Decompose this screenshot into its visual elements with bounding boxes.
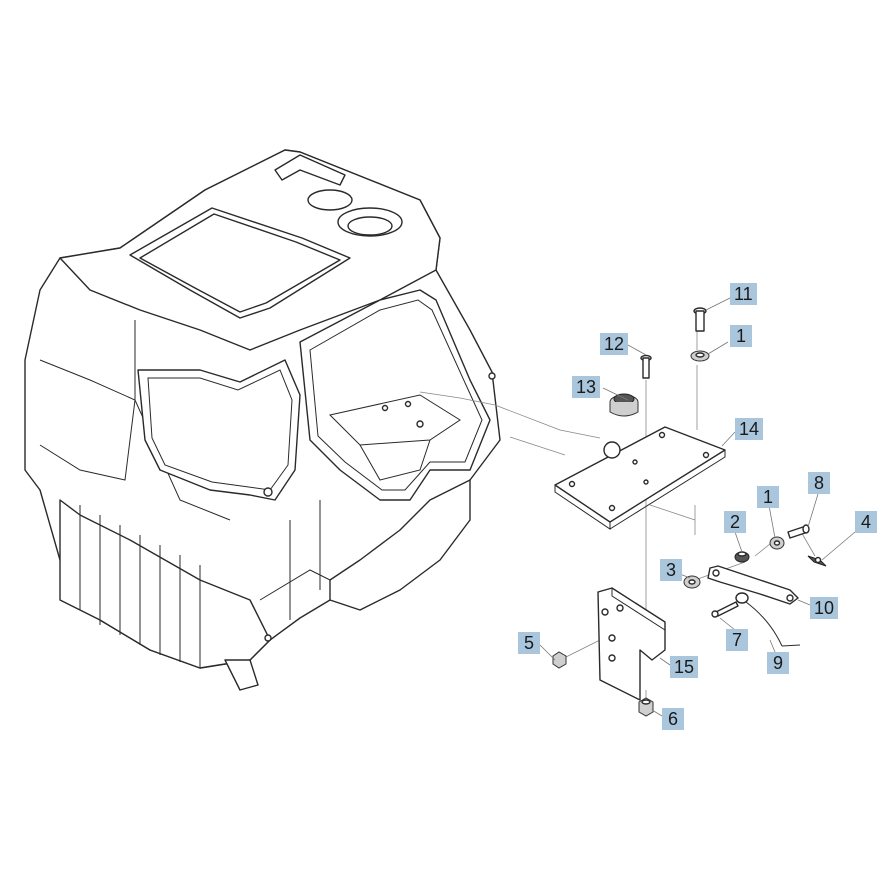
callout-4: 4: [855, 511, 877, 533]
callout-13: 13: [572, 376, 601, 398]
callout-12: 12: [600, 333, 629, 355]
callout-3: 3: [660, 559, 682, 581]
arm-10: [707, 565, 799, 605]
grommet: [609, 393, 639, 417]
mounting-plate: [554, 426, 726, 530]
nut-6: [638, 697, 654, 717]
callout-5: 5: [518, 632, 540, 654]
projection-lines: [419, 318, 816, 705]
washer-3: [683, 575, 701, 589]
bolt-12: [640, 354, 652, 379]
bolt-8: [787, 524, 810, 539]
callout-14: 14: [735, 418, 764, 440]
callout-1-top: 1: [730, 325, 752, 347]
clip-4: [807, 555, 827, 567]
bracket-15: [597, 587, 666, 701]
callout-8: 8: [808, 472, 830, 494]
washer-1-right: [769, 536, 785, 550]
callout-1-right: 1: [757, 486, 779, 508]
callout-7: 7: [726, 629, 748, 651]
washer-1-top: [690, 350, 710, 362]
spacer-2: [734, 551, 750, 563]
callout-15: 15: [670, 656, 699, 678]
console-housing: [24, 149, 501, 691]
callout-2: 2: [724, 511, 746, 533]
callout-11: 11: [730, 283, 757, 305]
callout-6: 6: [662, 708, 684, 730]
bolt-11: [693, 307, 707, 332]
bolt-7: [711, 601, 739, 618]
callout-10: 10: [810, 597, 839, 619]
cable-9: [735, 592, 801, 647]
callout-9: 9: [767, 652, 789, 674]
nut-5: [552, 651, 567, 669]
